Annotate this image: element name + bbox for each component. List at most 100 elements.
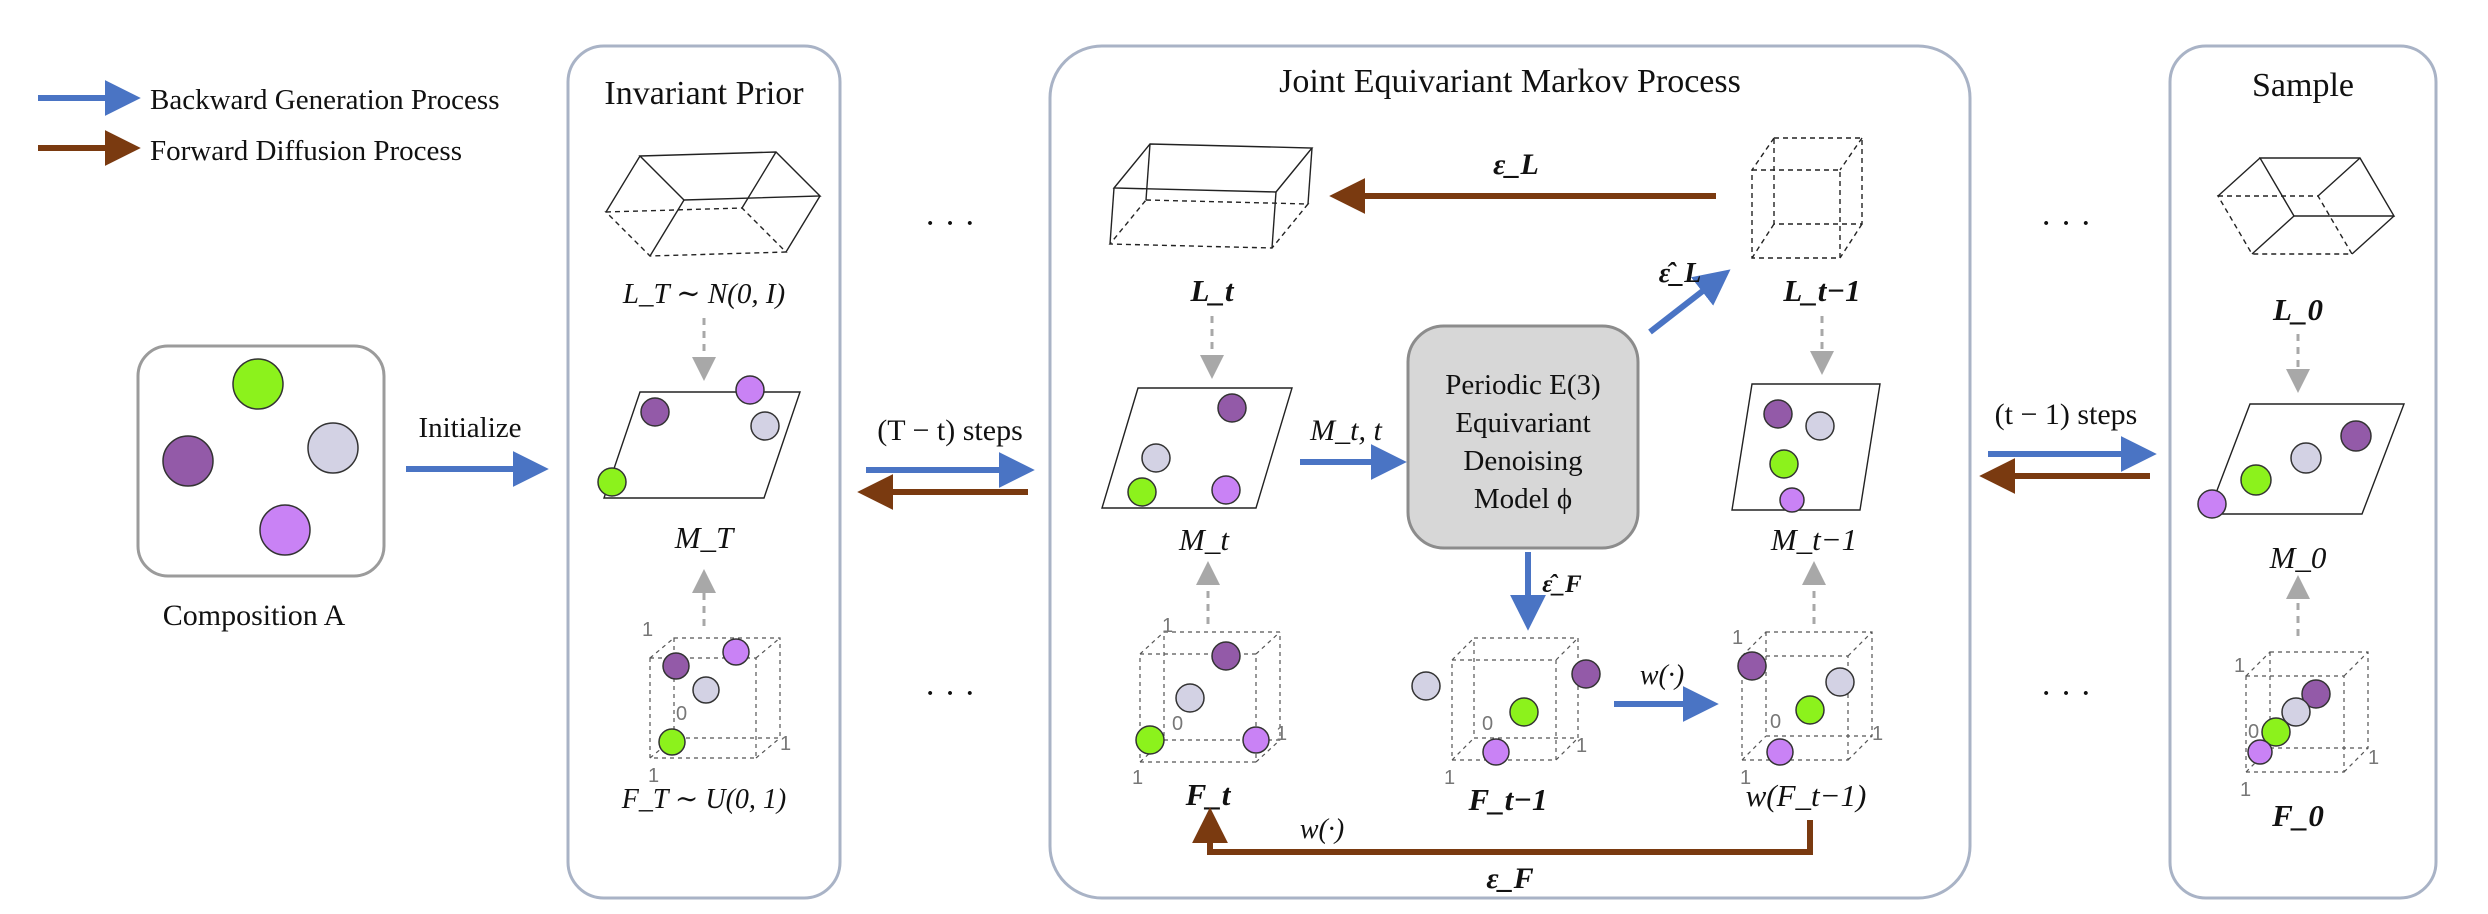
cell-edge (1847, 631, 1873, 657)
cell-edge (755, 737, 781, 759)
cell-edge (2343, 651, 2369, 677)
cube-tick-label: 0 (676, 703, 687, 725)
atom (1242, 726, 1270, 754)
atom (2340, 420, 2372, 452)
cell-edge (605, 155, 641, 213)
Lt1-label: L_t−1 (1782, 273, 1860, 308)
w-op-label-bottom: w(·) (1300, 814, 1344, 845)
atom (750, 411, 780, 441)
atom (2261, 717, 2291, 747)
atom (1482, 738, 1510, 766)
atom (2247, 739, 2273, 765)
cell-edge (2245, 651, 2271, 677)
cell-edge (1255, 631, 1281, 655)
cube-tick-label: 1 (2234, 655, 2245, 677)
atom (658, 728, 686, 756)
left-transition: · · · (T − t) steps · · · (857, 205, 1035, 712)
sample-frac-cube: 1 0 1 1 (2234, 651, 2379, 801)
cube-tick-label: 1 (1162, 615, 1173, 637)
atom (2301, 679, 2331, 709)
cell-edge (1101, 387, 1293, 509)
cell-edge (1741, 735, 1767, 761)
cell-edge (2351, 215, 2395, 255)
atom (2240, 464, 2272, 496)
L0-label: L_0 (2272, 292, 2323, 327)
denoising-model: Periodic E(3) Equivariant Denoising Mode… (1406, 324, 1640, 550)
model-line-1: Periodic E(3) (1445, 369, 1600, 401)
prior-title: Invariant Prior (604, 75, 804, 112)
atom (1571, 659, 1601, 689)
cube-tick-label: 0 (1172, 713, 1183, 735)
cube-tick-label: 1 (1132, 767, 1143, 789)
cube-tick-label: 0 (1770, 711, 1781, 733)
cell-edge (1473, 637, 1579, 739)
atom (597, 467, 627, 497)
right-transition: · · · (t − 1) steps · · · (1979, 205, 2157, 712)
denoising-model-box (1406, 324, 1640, 550)
prior-frac-label: F_T ∼ U(0, 1) (621, 784, 787, 815)
cell-edge (1451, 737, 1475, 761)
model-line-4: Model ϕ (1474, 483, 1572, 515)
prior-panel-box (566, 44, 842, 900)
cell-edge (1555, 637, 1579, 661)
composition-group: Composition A Initialize (136, 344, 549, 632)
cube-tick-label: 1 (1732, 627, 1743, 649)
molecule-Mt (1101, 387, 1293, 509)
sample-lattice (2216, 157, 2396, 255)
atom (2281, 697, 2311, 727)
eps-F-hat-label: ε̂_F (1542, 571, 1582, 598)
cell-edge (1271, 191, 1277, 249)
cell-edge (1839, 137, 1863, 171)
markov-panel: Joint Equivariant Markov Process L_t ε_L… (1048, 44, 1972, 900)
cell-edge (2217, 157, 2261, 197)
F0-label: F_0 (2271, 798, 2324, 833)
atom (1763, 399, 1793, 429)
cell-edge (1751, 223, 1775, 259)
composition-box (136, 344, 386, 578)
cell-edge (1741, 631, 1767, 657)
atom (662, 652, 690, 680)
cell-edge (649, 199, 685, 257)
eps-L-label: ε_L (1493, 148, 1539, 181)
cube-tick-label: 1 (1444, 767, 1455, 789)
prior-lattice-label: L_T ∼ N(0, I) (622, 278, 785, 310)
frac-cube-Ft: 1 0 1 1 (1132, 615, 1287, 789)
prior-molecule (597, 375, 801, 499)
dots-bottom-left: · · · (925, 675, 976, 712)
atom (735, 375, 765, 405)
cell-edge (741, 151, 777, 209)
cube-tick-label: 1 (780, 733, 791, 755)
cell-edge (1555, 737, 1579, 761)
cube-tick-label: 1 (2240, 779, 2251, 801)
w-op-label-top: w(·) (1640, 660, 1684, 691)
cell-edge (673, 637, 781, 739)
model-line-2: Equivariant (1455, 407, 1590, 439)
cell-edge (785, 195, 821, 253)
atom (1769, 449, 1799, 479)
cube-tick-label: 1 (648, 765, 659, 787)
cell-edge (1255, 739, 1281, 763)
cell-edge (755, 637, 781, 659)
cell-edge (1307, 147, 1313, 205)
cube-tick-label: 1 (1872, 723, 1883, 745)
atom (2197, 489, 2227, 519)
prior-frac-cube: 1 0 1 1 (642, 619, 791, 787)
atom (1411, 671, 1441, 701)
cell-edge (1839, 223, 1863, 259)
atom-purple (162, 435, 214, 487)
eps-L-hat-label: ε̂_L (1659, 258, 1702, 289)
atom (1211, 475, 1241, 505)
Lt-label: L_t (1189, 273, 1234, 308)
atom (1127, 477, 1157, 507)
eps-F-label: ε_F (1486, 862, 1533, 895)
legend-backward-label: Backward Generation Process (150, 84, 500, 116)
Mt-input-label: M_t, t (1309, 414, 1382, 447)
cell-edge (1847, 735, 1873, 761)
model-line-3: Denoising (1463, 445, 1582, 477)
cell-edge (2251, 215, 2295, 255)
composition-label: Composition A (163, 599, 346, 632)
atom (1766, 738, 1794, 766)
atom (1141, 443, 1171, 473)
